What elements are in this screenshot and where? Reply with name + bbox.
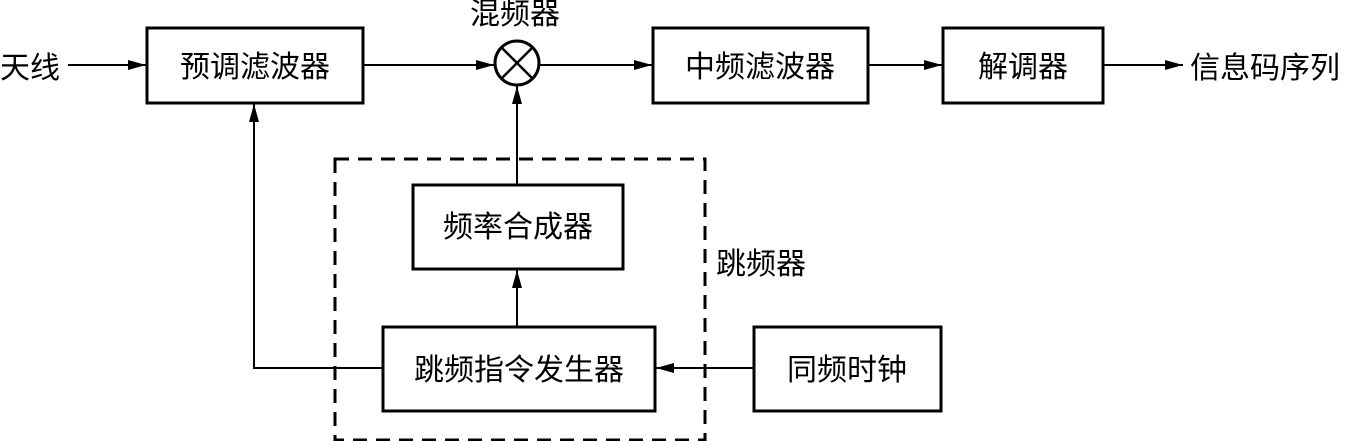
hopper-boundary: [333, 157, 707, 441]
prefilter-block: 预调滤波器: [145, 26, 365, 105]
if-filter-label: 中频滤波器: [685, 50, 835, 85]
generator-to-prefilter-arrow: [249, 104, 383, 369]
if-filter-block: 中频滤波器: [651, 26, 870, 105]
output-label: 信息码序列: [1190, 51, 1340, 86]
demodulator-block: 解调器: [941, 26, 1105, 105]
hop-generator-block: 跳频指令发生器: [381, 325, 657, 413]
sync-clock-label: 同频时钟: [787, 353, 907, 388]
synthesizer-label: 频率合成器: [443, 210, 593, 245]
prefilter-label: 预调滤波器: [180, 50, 330, 85]
hop-generator-label: 跳频指令发生器: [414, 353, 624, 388]
synthesizer-block: 频率合成器: [411, 183, 625, 271]
sync-clock-block: 同频时钟: [752, 325, 943, 413]
mixer-label: 混频器: [470, 0, 560, 32]
hopper-label: 跳频器: [716, 247, 806, 282]
mixer-node: [493, 39, 541, 87]
antenna-label: 天线: [0, 51, 60, 86]
demodulator-label: 解调器: [978, 50, 1068, 85]
